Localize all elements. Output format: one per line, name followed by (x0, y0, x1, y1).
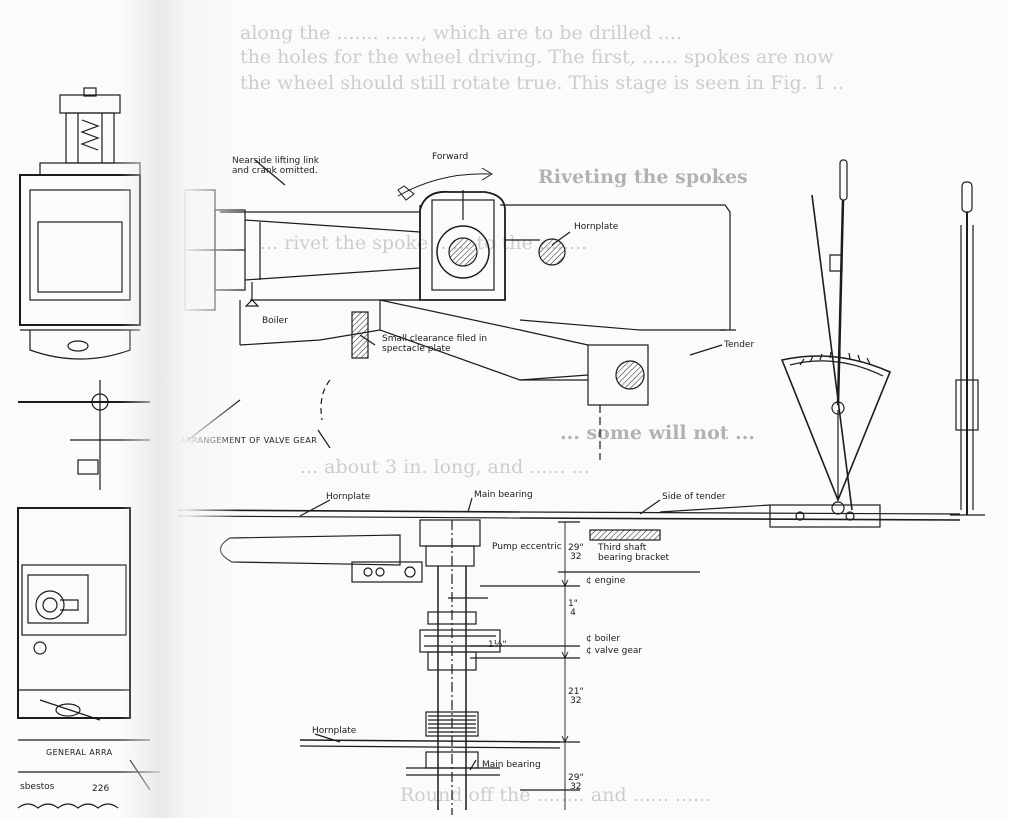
dim-29-32-a: 29" 32 (568, 543, 584, 562)
ghost-heading: Riveting the spokes (538, 166, 748, 188)
ghost-line: Round off the ........ and ...... ...... (400, 784, 712, 806)
ghost-line: ... some will not ... (560, 422, 755, 444)
ghost-line: along the ....... ......, which are to b… (240, 22, 682, 44)
label-asbestos: sbestos (20, 782, 55, 792)
label-side-of-tender: Side of tender (662, 492, 726, 502)
ghost-line: the wheel should still rotate true. This… (240, 72, 844, 94)
dim-29-32-b: 29" 32 (568, 773, 584, 792)
label-lifting-link-2: and crank omitted. (232, 166, 318, 176)
label-pump-eccentric: Pump eccentric (492, 542, 562, 552)
label-c-boiler: ¢ boiler (586, 634, 621, 644)
label-tender: Tender (724, 340, 755, 350)
label-boiler: Boiler (262, 316, 288, 326)
dim-21-32: 21" 32 (568, 687, 584, 706)
label-c-valve-gear: ¢ valve gear (586, 646, 643, 656)
label-small-clearance-2: spectacle plate (382, 344, 451, 354)
label-small-clearance: Small clearance filed in (382, 334, 488, 344)
book-gutter-shadow (120, 0, 240, 832)
label-third-shaft: Third shaft (598, 543, 647, 553)
label-arrangement: ARRANGEMENT OF VALVE GEAR (180, 436, 318, 445)
label-main-bearing-mid: Main bearing (474, 490, 533, 500)
label-226: 226 (92, 784, 110, 794)
label-hornplate-top: Hornplate (574, 222, 619, 232)
top-elevation (184, 159, 740, 460)
label-c-engine: ¢ engine (586, 576, 626, 586)
scan-border-bottom (0, 818, 1024, 832)
label-general-arr: GENERAL ARRA (46, 748, 113, 757)
label-third-shaft-2: bearing bracket (598, 553, 670, 563)
label-lifting-link: Nearside lifting link (232, 156, 320, 166)
label-hornplate-mid: Hornplate (326, 492, 371, 502)
label-hornplate-bot: Hornplate (312, 726, 357, 736)
ghost-line: ... about 3 in. long, and ...... ... (300, 456, 590, 478)
reversing-quadrant (780, 159, 985, 516)
label-main-bearing-bot: Main bearing (482, 760, 541, 770)
scan-border-right (1008, 0, 1024, 832)
ghost-line: the holes for the wheel driving. The fir… (240, 46, 834, 68)
label-forward: Forward (432, 152, 469, 162)
section-arrangement (177, 399, 961, 815)
dim-1-4: 1" 4 (568, 599, 578, 618)
dim-1-1-4: 1¼" (488, 640, 507, 650)
